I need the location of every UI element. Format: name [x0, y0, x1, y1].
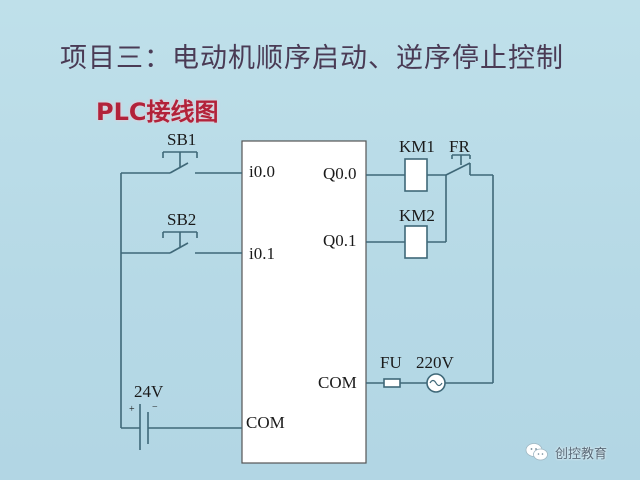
plc-box — [241, 140, 367, 464]
diagram-subtitle: PLC接线图 — [96, 98, 219, 126]
sb2-switch — [169, 242, 189, 254]
wechat-icon — [525, 443, 548, 461]
plc-input-i0-0: i0.0 — [249, 162, 275, 181]
dc-source-label: 24V — [134, 382, 164, 401]
fuse — [383, 378, 401, 388]
watermark: 创控教育 — [525, 442, 607, 462]
km2-label: KM2 — [399, 206, 435, 225]
plc-output-q0-0: Q0.0 — [323, 164, 357, 183]
plc-input-i0-1: i0.1 — [249, 244, 275, 263]
fr-label: FR — [449, 137, 470, 156]
fr-contact — [445, 162, 471, 176]
km1-coil — [404, 158, 428, 192]
plc-output-q0-1: Q0.1 — [323, 231, 357, 250]
watermark-text: 创控教育 — [555, 446, 608, 462]
plc-output-com: COM — [318, 373, 357, 392]
sb2-label: SB2 — [167, 210, 197, 229]
km2-coil — [404, 225, 428, 259]
sb1-label: SB1 — [167, 130, 197, 149]
ac-source-label: 220V — [416, 353, 454, 372]
dc-minus-label: − — [152, 402, 158, 413]
km1-label: KM1 — [399, 137, 435, 156]
fu-label: FU — [380, 353, 402, 372]
plc-input-com: COM — [246, 413, 285, 432]
dc-plus-label: + — [129, 404, 135, 415]
page-title: 项目三：电动机顺序启动、逆序停止控制 — [60, 43, 564, 74]
sb1-switch — [169, 162, 189, 174]
